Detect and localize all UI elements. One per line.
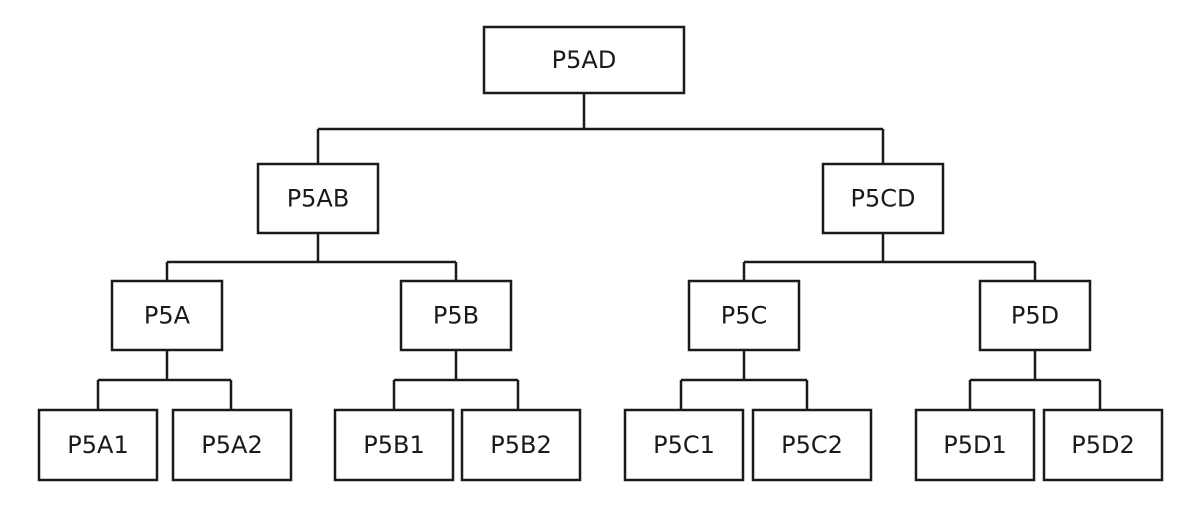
connector-p5c	[679, 350, 809, 410]
connector-p5b	[392, 350, 520, 410]
node-label: P5A	[144, 302, 191, 330]
node-label: P5AB	[287, 185, 350, 213]
node-p5b1: P5B1	[333, 408, 455, 482]
node-label: P5D2	[1071, 431, 1135, 459]
node-p5a1: P5A1	[37, 408, 159, 482]
connector-p5ab	[165, 233, 458, 281]
node-label: P5CD	[851, 185, 916, 213]
connectors	[96, 93, 1102, 410]
node-p5ad: P5AD	[482, 25, 686, 95]
node-p5c1: P5C1	[623, 408, 745, 482]
node-p5b2: P5B2	[460, 408, 582, 482]
connector-p5ad	[316, 93, 885, 164]
node-p5cd: P5CD	[821, 162, 945, 235]
node-p5c2: P5C2	[751, 408, 873, 482]
node-label: P5AD	[552, 46, 617, 74]
node-p5d: P5D	[978, 279, 1092, 352]
node-label: P5A2	[201, 431, 262, 459]
connector-p5a	[96, 350, 233, 410]
node-label: P5B1	[363, 431, 424, 459]
node-label: P5D	[1011, 302, 1059, 330]
node-label: P5C	[721, 302, 768, 330]
node-p5c: P5C	[687, 279, 801, 352]
node-p5d2: P5D2	[1042, 408, 1164, 482]
connector-p5cd	[742, 233, 1037, 281]
node-label: P5C1	[653, 431, 715, 459]
connector-p5d	[968, 350, 1102, 410]
node-label: P5A1	[67, 431, 128, 459]
node-label: P5C2	[781, 431, 843, 459]
node-label: P5D1	[943, 431, 1007, 459]
node-label: P5B	[433, 302, 479, 330]
node-p5b: P5B	[399, 279, 513, 352]
node-p5a2: P5A2	[171, 408, 293, 482]
node-p5ab: P5AB	[256, 162, 380, 235]
node-p5a: P5A	[110, 279, 224, 352]
node-p5d1: P5D1	[914, 408, 1036, 482]
node-label: P5B2	[490, 431, 551, 459]
